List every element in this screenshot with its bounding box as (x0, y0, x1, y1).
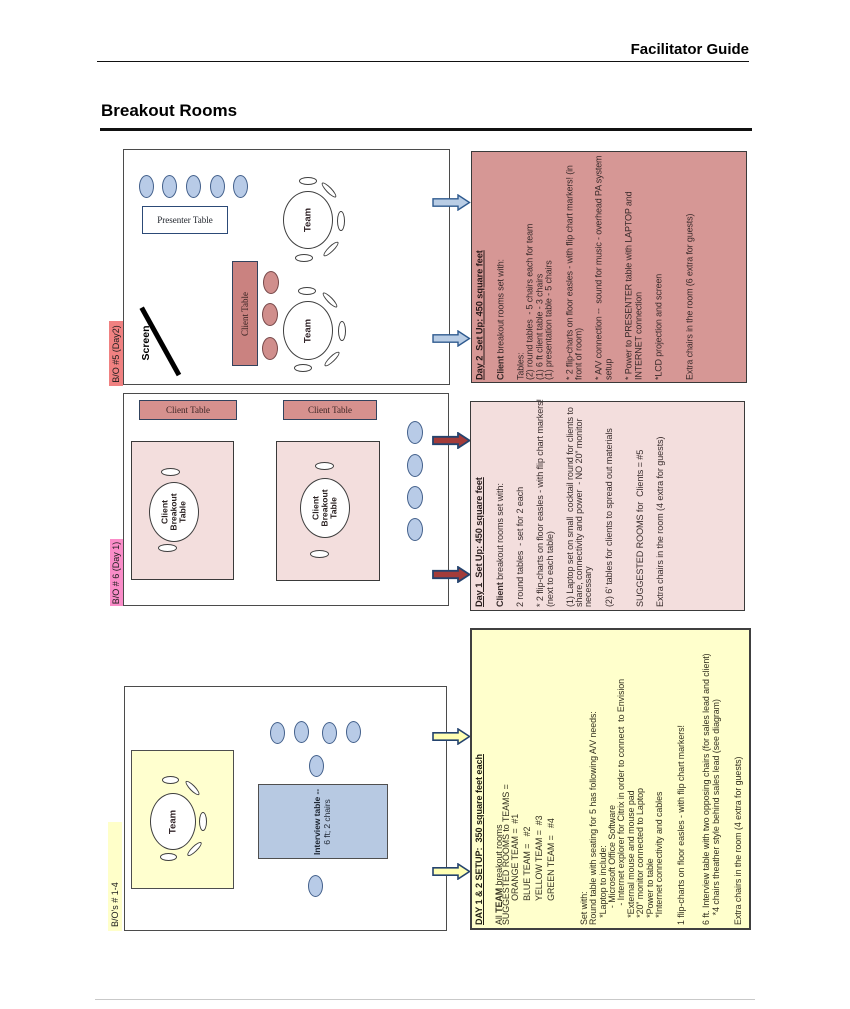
chair-oval (139, 175, 154, 198)
team-area: Team (131, 750, 234, 889)
client-table-label: Client Table (166, 404, 210, 415)
chair-oval (186, 175, 201, 198)
team-table (150, 793, 196, 850)
chair-oval (407, 421, 423, 444)
screen-labelwrap: Screen (138, 320, 154, 366)
breakout-table-label: Client Breakout Table (159, 492, 188, 531)
room-day1-side-label: B/O # 6 (Day 1) (110, 539, 123, 606)
chair-oval (158, 543, 177, 552)
client-table-day2: Client Table (232, 261, 258, 366)
team-label: Team (167, 809, 179, 834)
chair-oval (262, 303, 278, 326)
chair-oval (210, 175, 225, 198)
chair-oval (407, 518, 423, 541)
chair-oval (407, 454, 423, 477)
chair-oval (162, 776, 179, 784)
client-breakout-table-left (149, 481, 199, 542)
chair-oval (294, 721, 309, 743)
footer-rule (95, 999, 755, 1001)
chair-oval (338, 321, 346, 341)
chair-oval (309, 755, 324, 777)
arrow-right-icon (432, 566, 471, 583)
panel-team-text: DAY 1 & 2 SETUP: 350 square feet each Al… (473, 653, 743, 925)
page-title: Breakout Rooms (101, 101, 238, 120)
panel-team-setup: DAY 1 & 2 SETUP: 350 square feet each Al… (470, 628, 751, 930)
client-table-left: Client Table (139, 399, 237, 420)
presenter-table: Presenter Table (142, 206, 228, 234)
interview-table-sub: 6 ft; 2 chairs (322, 798, 332, 845)
chair-oval (270, 722, 285, 744)
screen-label: Screen (140, 325, 152, 361)
interview-table-label: Interview table --6 ft; 2 chairs (312, 788, 333, 854)
room-teams-outline: Team Interview table --6 ft; 2 chairs (124, 686, 447, 931)
team-table-top (283, 191, 333, 249)
panel-day2-setup: Day 2 Set Up: 450 square feet Client bre… (471, 151, 747, 383)
team-table-bottom (283, 301, 333, 360)
chair-oval (315, 461, 334, 470)
team-label: Team (302, 207, 314, 233)
chair-oval (233, 175, 248, 198)
panel-day1-setup: Day 1 Set Up: 450 square feet Client bre… (470, 399, 745, 611)
chair-oval (298, 287, 316, 295)
chair-oval (322, 722, 337, 744)
breakout-table-label: Client Breakout Table (310, 488, 339, 527)
client-table-label: Client Table (240, 291, 250, 336)
room-teams-side-label: B/O's # 1-4 (108, 822, 122, 931)
arrow-right-icon (432, 194, 471, 211)
arrow-right-icon (432, 432, 471, 449)
client-table-label: Client Table (308, 404, 352, 415)
arrow-right-icon (432, 863, 471, 880)
team-table-bottom-labelwrap: Team (283, 301, 333, 360)
panel-day2-text: Day 2 Set Up: 450 square feet Client bre… (474, 155, 695, 380)
room-day2-outline: Presenter Table Team Client Table Team S… (123, 149, 450, 385)
chair-oval (337, 211, 345, 231)
breakout-right-labelwrap: Client Breakout Table (300, 478, 350, 538)
arrow-right-icon (432, 728, 471, 745)
room-day1-side-label-text: B/O # 6 (Day 1) (111, 541, 122, 604)
room-day2-side-label: B/O #5 (Day2) (109, 321, 123, 386)
chair-oval (263, 271, 279, 294)
room-day1-outline: Client Table Client Table Client Breakou… (123, 393, 449, 606)
team-labelwrap: Team (150, 793, 196, 850)
breakout-area-right: Client Breakout Table (276, 440, 380, 581)
chair-oval (294, 364, 312, 372)
team-label: Team (302, 318, 314, 343)
page-title-rule (100, 128, 752, 131)
chair-oval (299, 177, 317, 185)
client-breakout-table-right (300, 477, 350, 538)
header-rule (97, 60, 749, 63)
chair-oval (162, 175, 177, 198)
chair-oval (262, 337, 278, 360)
header-title: Facilitator Guide (630, 41, 749, 58)
chair-oval (160, 853, 177, 861)
breakout-left-labelwrap: Client Breakout Table (149, 482, 199, 542)
client-table-right: Client Table (283, 399, 377, 420)
breakout-area-left: Client Breakout Table (131, 440, 234, 580)
room-day2-side-label-text: B/O #5 (Day2) (110, 324, 121, 383)
presenter-table-label: Presenter Table (157, 215, 213, 225)
chair-oval (161, 467, 180, 476)
room-teams-side-label-text: B/O's # 1-4 (110, 881, 120, 927)
chair-oval (199, 812, 207, 831)
chair-oval (310, 549, 329, 558)
chair-oval (295, 254, 313, 262)
chair-oval (407, 486, 423, 509)
chair-oval (308, 875, 323, 897)
panel-day1-text: Day 1 Set Up: 450 square feet Client bre… (473, 399, 665, 607)
chair-oval (346, 721, 361, 743)
team-table-top-labelwrap: Team (283, 191, 333, 249)
interview-table: Interview table --6 ft; 2 chairs (258, 784, 388, 859)
arrow-right-icon (432, 330, 471, 347)
